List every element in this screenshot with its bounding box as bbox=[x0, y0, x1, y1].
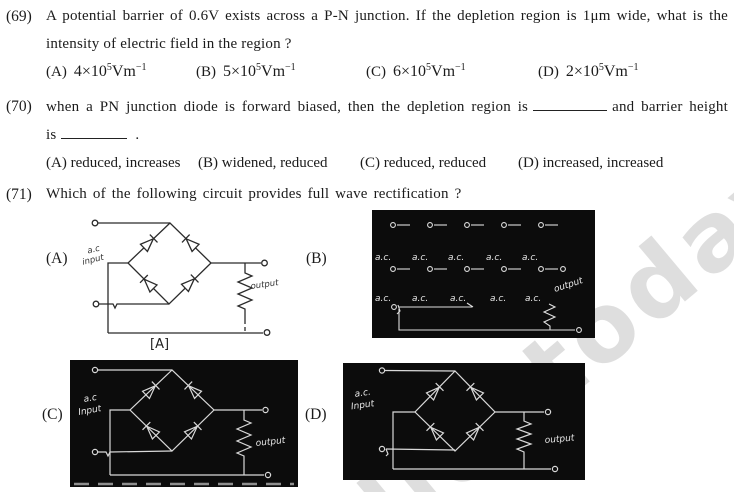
question-69-line2: intensity of electric field in the regio… bbox=[46, 36, 292, 52]
terminal bbox=[378, 367, 386, 374]
ac-label: a.c. bbox=[375, 294, 391, 304]
terminal bbox=[264, 471, 272, 479]
resistor bbox=[515, 412, 533, 469]
q71-choice-a-label: (A) bbox=[46, 250, 68, 267]
circuit-c-bridge-rectifier-diagram: a.c Input output bbox=[70, 360, 298, 487]
blank-line-2 bbox=[61, 126, 128, 139]
q70-option-d: (D) increased, increased bbox=[518, 155, 664, 171]
terminal bbox=[91, 366, 99, 374]
ac-label: a.c. bbox=[450, 294, 466, 304]
terminal bbox=[576, 327, 582, 333]
output-label: output bbox=[544, 433, 575, 446]
diode bbox=[183, 421, 202, 441]
q69-option-c: (C) 6×105Vm−1 bbox=[366, 62, 466, 81]
q70-option-c: (C) reduced, reduced bbox=[360, 155, 487, 171]
diode bbox=[142, 421, 161, 441]
terminal bbox=[91, 448, 99, 456]
terminal bbox=[92, 300, 100, 308]
terminal bbox=[262, 406, 269, 414]
terminal bbox=[391, 304, 397, 310]
question-69-number: (69) bbox=[6, 8, 32, 25]
circuit-d-bridge-rectifier-diagram: a.c. Input output bbox=[343, 363, 585, 480]
q71-choice-c-label: (C) bbox=[42, 406, 63, 423]
resistor bbox=[235, 410, 253, 475]
ac-label: a.c. bbox=[412, 294, 428, 304]
q70-option-a: (A) reduced, increases bbox=[46, 155, 181, 171]
terminal bbox=[378, 445, 386, 453]
ac-label: a.c. bbox=[525, 294, 541, 304]
ac-label: a.c. bbox=[486, 253, 502, 263]
bridge-diamond bbox=[414, 370, 496, 452]
bridge-diamond bbox=[127, 222, 212, 305]
q71-choice-b-label: (B) bbox=[306, 250, 327, 267]
q69-option-a-label: (A) bbox=[46, 64, 67, 80]
diode bbox=[466, 382, 485, 402]
q69-option-a: (A) 4×105Vm−1 bbox=[46, 62, 147, 81]
terminal-row-1 bbox=[390, 222, 558, 228]
output-label: output bbox=[250, 278, 280, 292]
ac-input-label: a.c bbox=[83, 393, 98, 405]
question-71-text: Which of the following circuit provides … bbox=[46, 186, 462, 202]
ac-input-label: a.c. bbox=[354, 388, 371, 400]
question-70-line1: when a PN junction diode is forward bias… bbox=[46, 98, 729, 115]
diode bbox=[465, 422, 484, 442]
diode bbox=[139, 234, 158, 253]
circuit-b-diagram: a.c. a.c. a.c. a.c. a.c. a.c. a.c. a.c. … bbox=[372, 210, 595, 338]
q69-option-d-value: 2×105Vm−1 bbox=[565, 62, 639, 80]
q69-option-d: (D) 2×105Vm−1 bbox=[538, 62, 639, 81]
ac-input-label: a.c bbox=[86, 244, 101, 257]
terminal-row-2 bbox=[390, 266, 566, 272]
terminal bbox=[261, 259, 268, 267]
diode bbox=[426, 422, 445, 442]
ac-label: a.c. bbox=[412, 253, 428, 263]
terminal bbox=[551, 465, 559, 473]
ac-label: a.c. bbox=[522, 253, 538, 263]
blank-line-1 bbox=[533, 98, 608, 111]
resistor bbox=[542, 303, 557, 330]
ac-label: a.c. bbox=[490, 294, 506, 304]
ac-label: a.c. bbox=[375, 253, 391, 263]
svg-text:Input: Input bbox=[350, 399, 375, 412]
question-70-number: (70) bbox=[6, 98, 32, 115]
diode bbox=[141, 381, 160, 400]
output-label: output bbox=[255, 436, 286, 449]
resistor bbox=[236, 263, 254, 320]
terminal bbox=[263, 329, 271, 336]
q69-option-c-label: (C) bbox=[366, 64, 386, 80]
diode bbox=[181, 234, 201, 253]
question-69-line1: A potential barrier of 0.6V exists acros… bbox=[46, 8, 728, 24]
q70-option-b: (B) widened, reduced bbox=[198, 155, 328, 171]
q71-choice-d-label: (D) bbox=[305, 406, 327, 423]
question-71-number: (71) bbox=[6, 186, 32, 203]
diode bbox=[184, 381, 203, 400]
diode bbox=[139, 274, 159, 294]
q69-option-b: (B) 5×105Vm−1 bbox=[196, 62, 296, 81]
svg-text:Input: Input bbox=[77, 404, 102, 418]
q69-option-a-value: 4×105Vm−1 bbox=[73, 62, 147, 80]
question-70-line2: is. bbox=[46, 126, 140, 143]
circuit-a-bridge-rectifier-diagram: a.c input output [A] bbox=[81, 219, 280, 351]
terminal bbox=[91, 219, 99, 227]
q69-option-b-value: 5×105Vm−1 bbox=[223, 62, 296, 80]
diode bbox=[180, 274, 199, 293]
figure-caption: [A] bbox=[150, 337, 169, 351]
q69-option-d-label: (D) bbox=[538, 64, 559, 80]
q69-option-c-value: 6×105Vm−1 bbox=[393, 62, 466, 80]
ac-label: a.c. bbox=[448, 253, 464, 263]
svg-text:input: input bbox=[81, 253, 105, 268]
q69-option-b-label: (B) bbox=[196, 64, 216, 80]
terminal bbox=[544, 408, 552, 416]
diode bbox=[425, 382, 444, 402]
